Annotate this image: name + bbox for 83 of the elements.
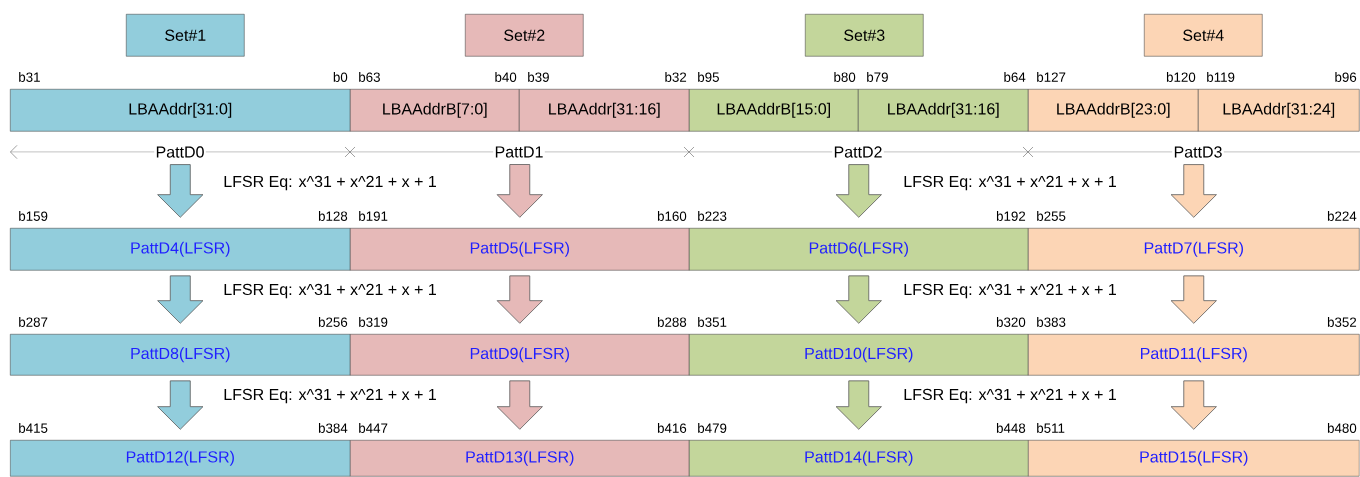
field-cell: LBAAddrB[7:0]	[350, 89, 520, 132]
pattern-cell: PattD9(LFSR)	[350, 334, 690, 376]
bit-label: b384	[318, 423, 348, 433]
bit-label: b224	[1327, 211, 1357, 221]
pattern-cell: PattD5(LFSR)	[350, 228, 690, 271]
block-arrow	[496, 275, 543, 324]
block-arrow	[1170, 164, 1217, 218]
bit-label: b79	[867, 72, 888, 82]
equation-label: LFSR Eq: x^31 + x^21 + x + 1	[904, 175, 1116, 191]
bit-label: b192	[996, 211, 1026, 221]
bit-label: b415	[19, 423, 48, 433]
bit-label: b511	[1037, 423, 1065, 433]
dimension-label: PattD1	[493, 145, 545, 159]
bit-label: b223	[698, 211, 727, 221]
dimension-label: PattD0	[154, 145, 206, 159]
set-box: Set#3	[805, 14, 924, 57]
pattern-cell: PattD11(LFSR)	[1028, 334, 1360, 376]
field-cell: LBAAddrB[23:0]	[1028, 89, 1199, 132]
field-cell: LBAAddr[31:0]	[10, 89, 351, 132]
pattern-cell: PattD14(LFSR)	[689, 440, 1029, 477]
equation-label: LFSR Eq: x^31 + x^21 + x + 1	[904, 283, 1116, 299]
block-arrow	[835, 380, 882, 430]
pattern-cell: PattD8(LFSR)	[10, 334, 351, 376]
bit-label: b447	[359, 423, 388, 433]
bit-label: b160	[657, 211, 687, 221]
block-arrow	[1170, 380, 1217, 430]
block-arrow	[1170, 275, 1217, 324]
equation-label: LFSR Eq: x^31 + x^21 + x + 1	[224, 388, 436, 404]
block-arrow	[157, 164, 204, 218]
field-cell: LBAAddr[31:16]	[858, 89, 1029, 132]
bit-label: b0	[333, 72, 348, 82]
bit-label: b159	[19, 211, 48, 221]
bit-label: b416	[657, 423, 687, 433]
pattern-cell: PattD10(LFSR)	[689, 334, 1029, 376]
set-box: Set#4	[1144, 14, 1263, 57]
block-arrow	[496, 380, 543, 430]
bit-label: b351	[698, 317, 727, 327]
bit-label: b39	[528, 72, 549, 82]
bit-label: b120	[1166, 72, 1196, 82]
bit-label: b64	[1004, 72, 1026, 82]
bit-label: b256	[318, 317, 348, 327]
block-arrow	[157, 380, 204, 430]
pattern-cell: PattD13(LFSR)	[350, 440, 690, 477]
bit-label: b480	[1327, 423, 1357, 433]
bit-label: b255	[1037, 211, 1066, 221]
bit-label: b383	[1037, 317, 1066, 327]
pattern-cell: PattD7(LFSR)	[1028, 228, 1360, 271]
bit-label: b119	[1207, 72, 1235, 82]
field-cell: LBAAddr[31:24]	[1198, 89, 1360, 132]
equation-label: LFSR Eq: x^31 + x^21 + x + 1	[904, 388, 1116, 404]
dimension-label: PattD3	[1172, 145, 1224, 159]
block-arrow	[157, 275, 204, 324]
field-cell: LBAAddrB[15:0]	[689, 89, 859, 132]
bit-label: b319	[359, 317, 388, 327]
bit-label: b320	[996, 317, 1026, 327]
set-box: Set#2	[465, 14, 584, 57]
block-arrow	[835, 275, 882, 324]
bit-label: b80	[834, 72, 856, 82]
pattern-cell: PattD15(LFSR)	[1028, 440, 1360, 477]
field-cell: LBAAddr[31:16]	[519, 89, 690, 132]
bit-label: b31	[19, 72, 40, 82]
equation-label: LFSR Eq: x^31 + x^21 + x + 1	[224, 175, 436, 191]
bit-label: b191	[359, 211, 388, 221]
bit-label: b288	[657, 317, 687, 327]
bit-label: b63	[359, 72, 380, 82]
set-box: Set#1	[126, 14, 245, 57]
equation-label: LFSR Eq: x^31 + x^21 + x + 1	[224, 283, 436, 299]
bit-label: b128	[318, 211, 348, 221]
block-arrow	[496, 164, 543, 218]
pattern-cell: PattD4(LFSR)	[10, 228, 351, 271]
bit-label: b352	[1327, 317, 1357, 327]
block-arrow	[835, 164, 882, 218]
bit-label: b32	[665, 72, 687, 82]
dimension-label: PattD2	[832, 145, 884, 159]
bit-label: b127	[1037, 72, 1066, 82]
bit-label: b96	[1335, 72, 1357, 82]
bit-label: b40	[495, 72, 517, 82]
bit-label: b287	[19, 317, 48, 327]
pattern-cell: PattD12(LFSR)	[10, 440, 351, 477]
bit-label: b95	[698, 72, 719, 82]
bit-label: b479	[698, 423, 727, 433]
pattern-cell: PattD6(LFSR)	[689, 228, 1029, 271]
bit-label: b448	[996, 423, 1026, 433]
